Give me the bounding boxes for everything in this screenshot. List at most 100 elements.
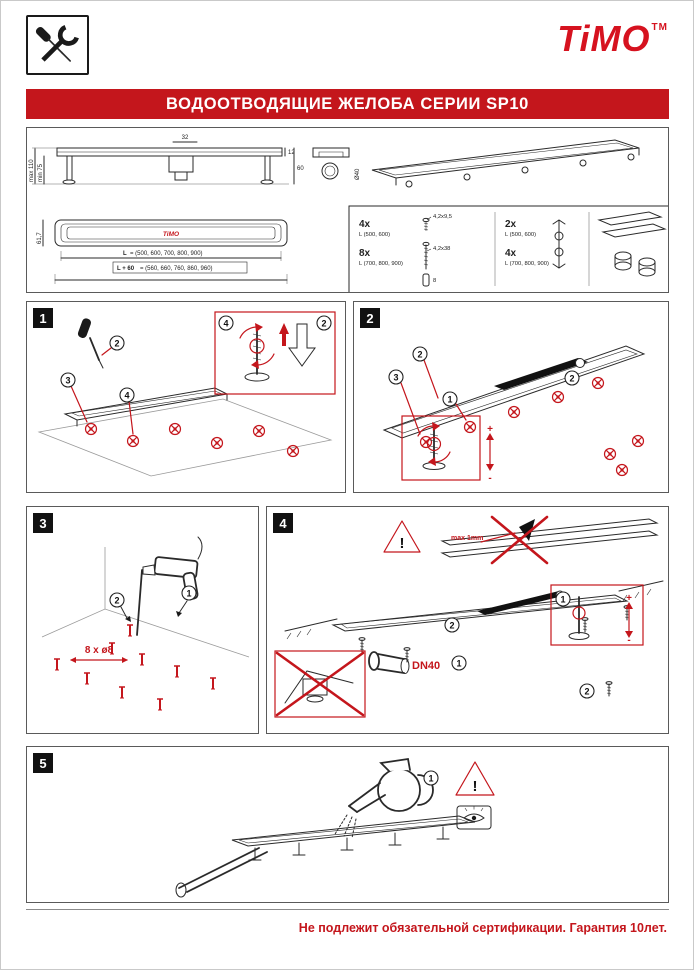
steel-insert (494, 358, 588, 390)
step-2-number: 2 (360, 308, 380, 328)
callout-2: 2 (412, 346, 428, 362)
spec-drawings: max 110 min 75 32 12 60 (29, 135, 668, 292)
part1-qty: 4x (359, 219, 371, 230)
callout-4: 4 (119, 387, 135, 403)
svg-text:4: 4 (223, 319, 228, 329)
drain-hole (575, 358, 585, 368)
step-1-number: 1 (33, 308, 53, 328)
clamp-icon (552, 219, 566, 269)
wrong-gap-wedge (519, 519, 535, 541)
step-5-number: 5 (33, 753, 53, 773)
callout-2: 2 (444, 617, 460, 633)
part3-length: L (500, 600) (505, 232, 536, 238)
warning-triangle: ! (455, 761, 495, 796)
channel-body (63, 387, 229, 427)
edge-gap-detail: max 1mm (440, 515, 659, 565)
svg-text:1: 1 (560, 595, 565, 605)
drill-dimension: 8 x ø8 (70, 645, 128, 663)
step-3-number: 3 (33, 513, 53, 533)
gasket-icons (597, 211, 667, 277)
channel-body (175, 815, 476, 898)
up-arrow-icon (279, 323, 289, 346)
minus-label: - (627, 635, 630, 646)
channel-logo: TiMO (163, 231, 179, 238)
step-3-panel: 3 1 (26, 506, 259, 734)
perspective-drawing (371, 139, 640, 188)
part4-length: L (700, 800, 900) (505, 261, 549, 267)
plus-label: + (626, 593, 632, 604)
parts-list: 4x L (500, 600) 4,2x9,5 8x L (700, 800, … (359, 211, 667, 287)
callout-1: 1 (423, 770, 439, 786)
dim-32: 32 (182, 135, 189, 141)
step-1-panel: 1 (26, 301, 346, 493)
step-3-illustration: 1 2 8 x ø8 (41, 536, 250, 711)
dim-dia40: Ø40 (355, 168, 361, 180)
tools-icon-box (26, 15, 89, 75)
svg-text:2: 2 (449, 621, 454, 631)
trademark-mark: TM (651, 22, 668, 33)
step-4-number: 4 (273, 513, 293, 533)
brand-name: TiMO (557, 18, 651, 59)
step-4-panel: 4 max 1mm ! (266, 506, 669, 734)
dim-617: 61,7 (37, 232, 43, 244)
eye-check-box (456, 805, 492, 830)
spec-panel: max 110 min 75 32 12 60 (26, 127, 669, 293)
svg-text:2: 2 (569, 374, 574, 384)
pipe-size-label: DN40 (412, 660, 440, 672)
svg-text:2: 2 (114, 339, 119, 349)
screwdriver-icon (77, 318, 104, 369)
svg-text:1: 1 (428, 774, 433, 784)
adjustable-feet (84, 422, 300, 458)
part2-size2: 8 (433, 278, 436, 284)
wrong-example-box (274, 650, 366, 718)
adjust-inset (401, 415, 481, 481)
room-corner (41, 547, 250, 658)
down-arrow-icon (288, 323, 316, 367)
callout-2b: 2 (564, 370, 580, 386)
top-view-drawing: 61,7 TiMO L = (500, 600, 700, 800, 900) … (37, 219, 288, 284)
step-2-panel: 2 (353, 301, 669, 493)
plus-minus-adjust: + - (486, 424, 494, 484)
channel-body (382, 345, 646, 439)
steel-insert (477, 591, 567, 615)
step-1-illustration: 2 3 4 (37, 311, 336, 477)
part2-length: L (700, 800, 900) (359, 261, 403, 267)
svg-text:1: 1 (447, 395, 452, 405)
part1-size: 4,2x9,5 (433, 214, 452, 220)
step-4-illustration: max 1mm ! (274, 515, 664, 718)
watering-can-icon (334, 757, 434, 839)
dim-L60-label: L + 60 (117, 266, 135, 272)
part2-size: 4,2x38 (433, 246, 450, 252)
page-title: ВОДООТВОДЯЩИЕ ЖЕЛОБА СЕРИИ SP10 (166, 94, 529, 113)
svg-text:4: 4 (124, 391, 129, 401)
callout-2b: 2 (579, 681, 613, 699)
callout-3: 3 (388, 369, 404, 385)
warning-triangle: ! (383, 520, 421, 553)
svg-text:1: 1 (186, 589, 191, 599)
eye-icon (471, 815, 477, 821)
callout-1: 1 (451, 655, 467, 671)
svg-text:2: 2 (321, 319, 326, 329)
drill-dim-label: 8 x ø8 (85, 645, 114, 656)
part1-length: L (500, 600) (359, 232, 390, 238)
callout-2-inset: 2 (316, 315, 332, 331)
certification-note: Не подлежит обязательной сертификации. Г… (298, 921, 667, 935)
part4-qty: 4x (505, 248, 517, 259)
drill-icon (136, 536, 203, 636)
tools-icon (35, 25, 79, 62)
timo-logo: TiMOTM (557, 21, 667, 57)
callout-2: 2 (109, 592, 131, 622)
callout-1: 1 (442, 391, 458, 407)
drain-pipe: DN40 (368, 651, 440, 674)
detail-inset: 4 2 (214, 311, 336, 395)
dim-60: 60 (297, 166, 304, 172)
plus-label: + (487, 424, 493, 435)
dim-min75: min 75 (38, 163, 44, 182)
adjust-inset: 1 + - (550, 584, 644, 646)
max-gap-label: max 1mm (451, 535, 483, 542)
callout-1-inset: 1 (555, 591, 571, 607)
step-5-illustration: 1 ! (175, 757, 495, 898)
callout-4-inset: 4 (218, 315, 234, 331)
dim-L-values: = (500, 600, 700, 800, 900) (130, 251, 203, 257)
